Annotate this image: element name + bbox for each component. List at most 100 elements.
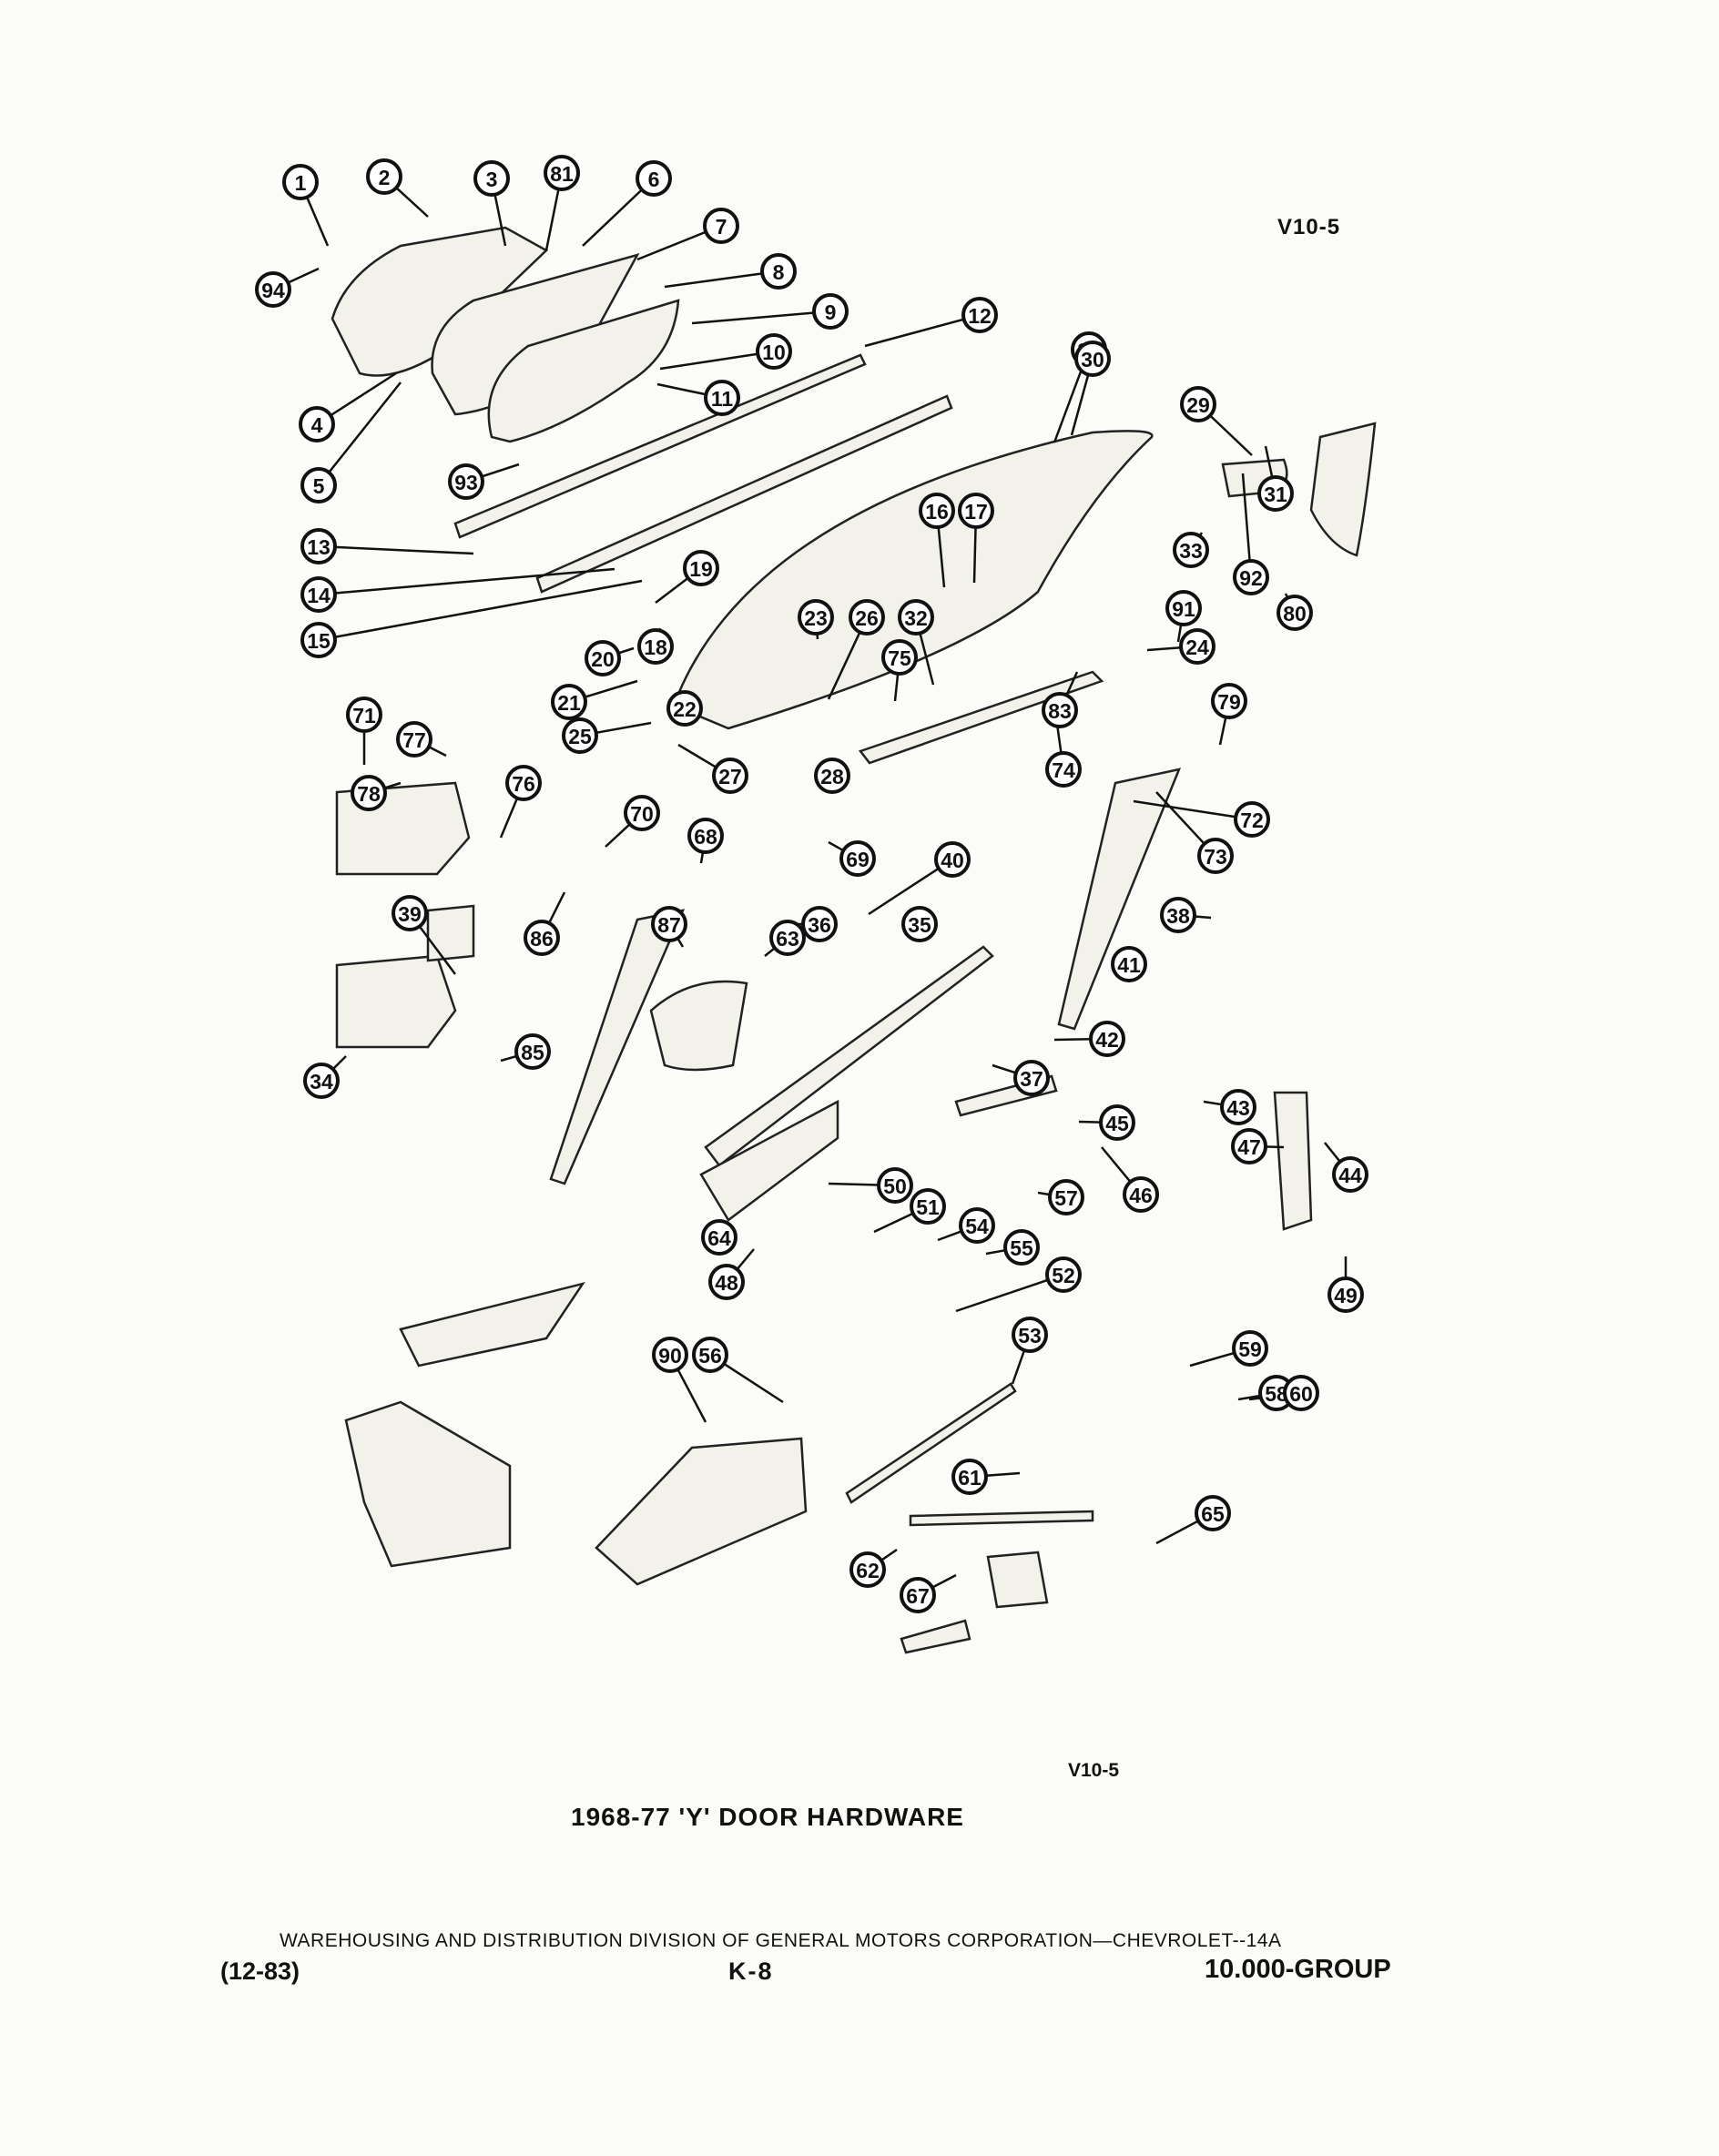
- callout-number: 42: [1095, 1028, 1119, 1052]
- callout-number: 48: [715, 1271, 738, 1295]
- leader-line-50: [828, 1182, 880, 1186]
- callout-83: 83: [1042, 692, 1078, 728]
- callout-86: 86: [524, 920, 560, 956]
- leader-line-85: [500, 1054, 518, 1063]
- callout-21: 21: [551, 684, 587, 720]
- lock-shield-shape: [595, 1437, 808, 1586]
- callout-number: 35: [908, 913, 931, 937]
- leader-line-77: [428, 746, 447, 758]
- callout-63: 63: [769, 920, 806, 956]
- leader-line-73: [1155, 791, 1205, 845]
- callout-number: 20: [591, 647, 615, 671]
- leader-line-30: [1070, 374, 1090, 436]
- callout-number: 69: [846, 848, 870, 871]
- callout-number: 23: [804, 606, 828, 630]
- callout-number: 34: [310, 1070, 333, 1093]
- leader-line-57: [1037, 1191, 1051, 1196]
- callout-19: 19: [683, 550, 719, 586]
- callout-number: 64: [707, 1226, 731, 1250]
- callout-number: 72: [1240, 808, 1264, 832]
- callout-37: 37: [1013, 1060, 1050, 1096]
- leader-line-8: [664, 272, 763, 289]
- callout-2: 2: [366, 158, 402, 195]
- callout-number: 62: [856, 1559, 880, 1582]
- callout-number: 46: [1129, 1184, 1153, 1207]
- callout-number: 44: [1338, 1164, 1362, 1187]
- leader-line-86: [547, 891, 566, 924]
- callout-number: 31: [1264, 483, 1287, 506]
- callout-number: 11: [711, 387, 734, 411]
- callout-number: 9: [825, 300, 837, 324]
- leader-line-21: [584, 679, 638, 698]
- rear-guide-channel-shape: [1057, 768, 1182, 1031]
- callout-3: 3: [473, 160, 510, 197]
- callout-number: 75: [888, 646, 911, 670]
- callout-29: 29: [1180, 386, 1216, 422]
- diagram-code-bottom: V10-5: [1068, 1760, 1120, 1781]
- callout-28: 28: [814, 758, 850, 794]
- callout-number: 36: [808, 913, 831, 937]
- callout-number: 83: [1048, 699, 1072, 723]
- leader-line-90: [676, 1368, 707, 1423]
- callout-number: 90: [658, 1344, 682, 1368]
- leader-line-92: [1241, 473, 1251, 562]
- leader-line-45: [1078, 1120, 1102, 1124]
- leader-line-62: [880, 1548, 898, 1561]
- callout-49: 49: [1327, 1276, 1364, 1313]
- callout-number: 74: [1052, 758, 1075, 782]
- callout-33: 33: [1173, 532, 1209, 568]
- callout-48: 48: [708, 1264, 745, 1300]
- regulator-arm-shape: [704, 945, 994, 1167]
- hinge-shim-shape: [426, 904, 475, 962]
- leader-line-40: [868, 867, 940, 916]
- leader-line-91: [1176, 624, 1183, 643]
- callout-81: 81: [544, 155, 580, 191]
- callout-number: 14: [307, 584, 331, 607]
- leader-line-31: [1264, 445, 1274, 478]
- leader-line-12: [864, 318, 964, 348]
- callout-number: 27: [718, 765, 742, 788]
- outside-handle-lock-shape: [986, 1551, 1049, 1609]
- leader-line-42: [1053, 1038, 1092, 1042]
- diagram-code-top: V10-5: [1277, 215, 1341, 239]
- callout-69: 69: [839, 840, 876, 877]
- leader-line-72: [1133, 799, 1236, 819]
- callout-47: 47: [1231, 1128, 1267, 1164]
- callout-85: 85: [514, 1033, 551, 1070]
- callout-number: 30: [1081, 348, 1104, 371]
- callout-number: 81: [550, 162, 574, 186]
- diagram-title: 1968-77 'Y' DOOR HARDWARE: [571, 1803, 964, 1831]
- callout-17: 17: [958, 493, 994, 529]
- callout-31: 31: [1257, 475, 1294, 512]
- callout-90: 90: [652, 1337, 688, 1373]
- leader-line-7: [636, 230, 707, 261]
- callout-32: 32: [898, 599, 934, 636]
- callout-5: 5: [300, 467, 337, 503]
- door-trim-panel-shape: [331, 226, 549, 377]
- leader-line-19: [655, 576, 689, 604]
- callout-number: 68: [694, 825, 717, 849]
- callout-number: 55: [1010, 1236, 1033, 1260]
- leader-line-6: [582, 188, 643, 247]
- footer-date: (12-83): [220, 1958, 300, 1985]
- callout-number: 39: [398, 902, 422, 926]
- leader-lines: [287, 187, 1348, 1589]
- callout-number: 63: [776, 927, 799, 951]
- callout-53: 53: [1012, 1317, 1048, 1353]
- leader-line-20: [617, 646, 635, 655]
- callout-number: 32: [904, 606, 928, 630]
- callout-54: 54: [959, 1207, 995, 1244]
- leader-line-75: [893, 673, 900, 702]
- leader-line-29: [1209, 414, 1253, 456]
- callout-12: 12: [961, 297, 998, 333]
- callout-57: 57: [1048, 1179, 1084, 1215]
- leader-line-65: [1155, 1520, 1199, 1545]
- callout-number: 33: [1179, 539, 1203, 563]
- leader-line-5: [328, 381, 402, 473]
- leader-line-3: [493, 194, 507, 247]
- callout-39: 39: [392, 895, 428, 931]
- callout-number: 52: [1052, 1264, 1075, 1287]
- callout-number: 25: [568, 725, 592, 748]
- leader-line-53: [1011, 1349, 1026, 1385]
- leader-line-17: [972, 526, 977, 584]
